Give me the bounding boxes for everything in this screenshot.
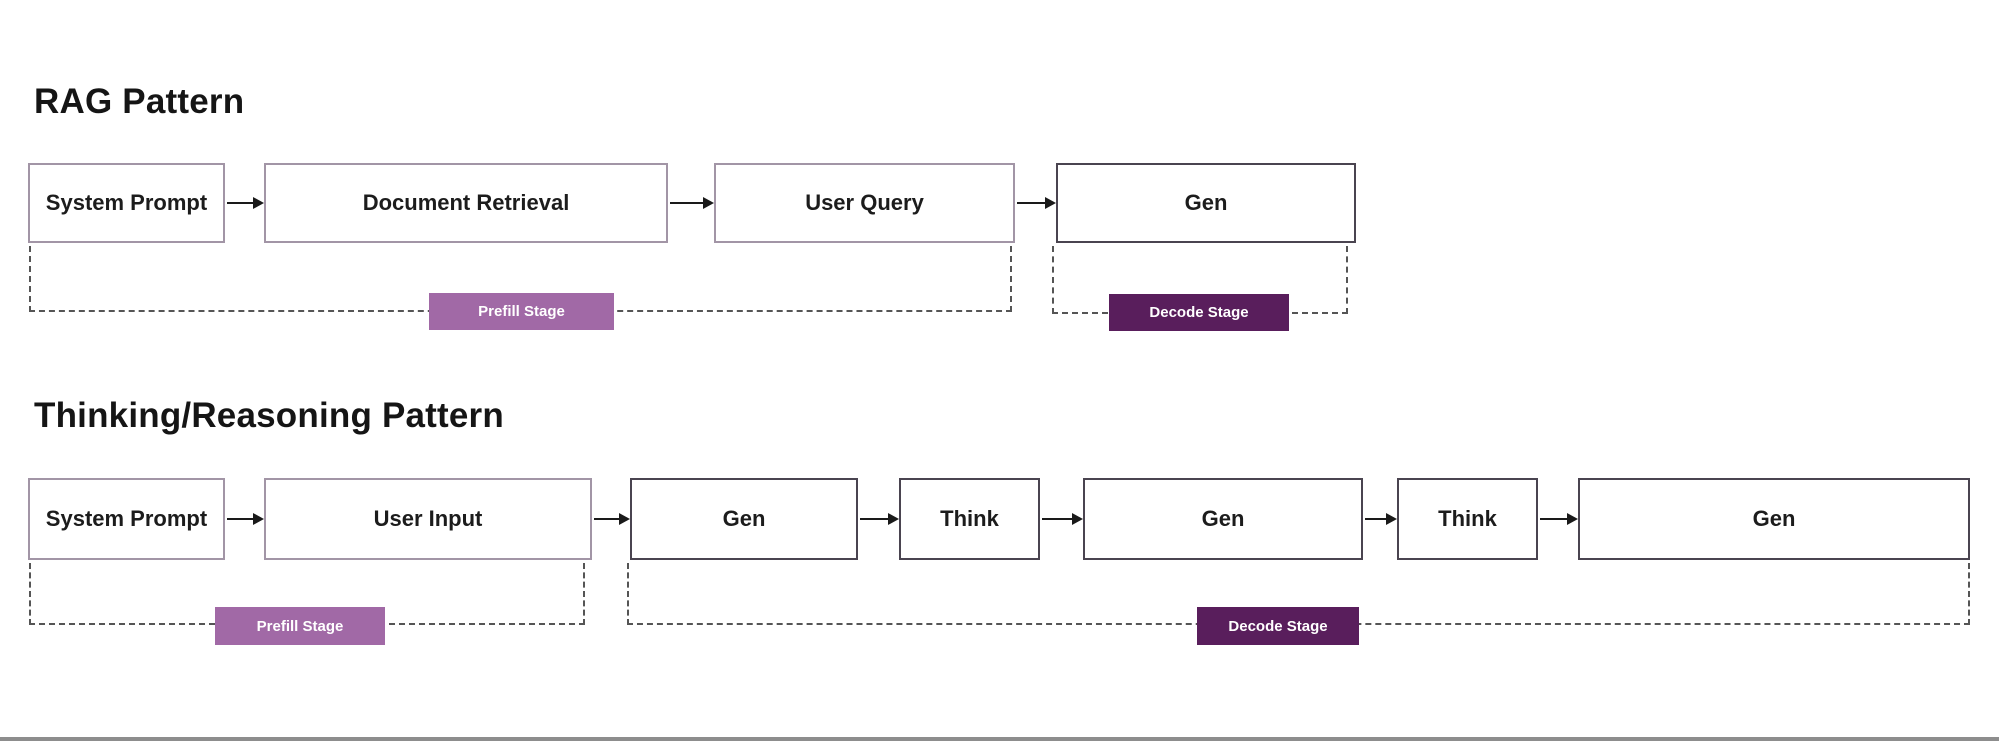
node-document-retrieval: Document Retrieval: [264, 163, 668, 243]
arrow-icon: [1017, 197, 1056, 209]
prefill-stage-label: Prefill Stage: [215, 607, 385, 645]
node-system-prompt: System Prompt: [28, 478, 225, 560]
decode-stage-label: Decode Stage: [1197, 607, 1359, 645]
node-think-1: Think: [899, 478, 1040, 560]
arrow-icon: [860, 513, 899, 525]
prefill-stage-label: Prefill Stage: [429, 293, 614, 330]
node-gen-2: Gen: [1083, 478, 1363, 560]
rag-pattern-title: RAG Pattern: [34, 82, 245, 121]
node-think-2: Think: [1397, 478, 1538, 560]
arrow-icon: [227, 513, 264, 525]
thinking-reasoning-pattern-title: Thinking/Reasoning Pattern: [34, 396, 504, 435]
node-user-query: User Query: [714, 163, 1015, 243]
arrow-icon: [670, 197, 714, 209]
node-system-prompt: System Prompt: [28, 163, 225, 243]
node-gen-1: Gen: [630, 478, 858, 560]
arrow-icon: [594, 513, 630, 525]
arrow-icon: [227, 197, 264, 209]
arrow-icon: [1042, 513, 1083, 525]
node-gen-3: Gen: [1578, 478, 1970, 560]
node-gen: Gen: [1056, 163, 1356, 243]
node-user-input: User Input: [264, 478, 592, 560]
arrow-icon: [1540, 513, 1578, 525]
footer-bar: [0, 737, 1999, 741]
arrow-icon: [1365, 513, 1397, 525]
decode-stage-label: Decode Stage: [1109, 294, 1289, 331]
